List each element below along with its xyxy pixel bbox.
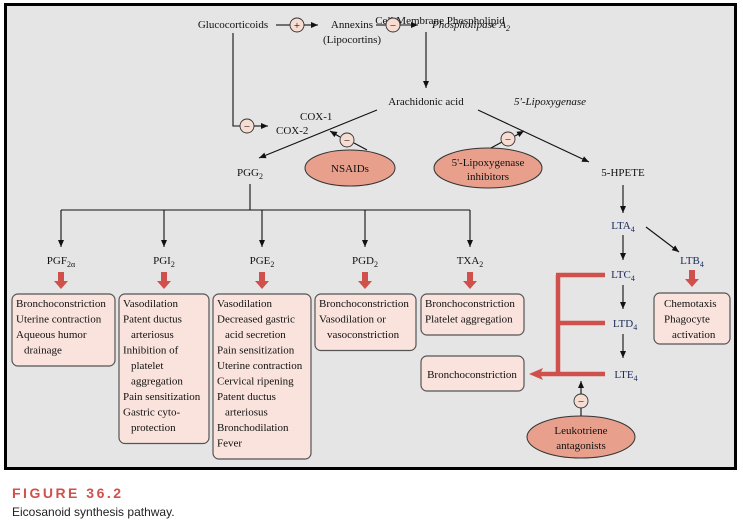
effect-item: Inhibition of: [123, 345, 179, 357]
node-membrane-phospholipid: Cell Membrane Phospholipid: [375, 15, 505, 27]
node-glucocorticoids: Glucocorticoids: [198, 19, 268, 31]
node-txa: TXA2: [457, 255, 484, 269]
red-arrow-ltb4: [685, 270, 699, 287]
effect-box-pgi: [118, 293, 210, 445]
inhibitor-lox-line1: 5'-Lipoxygenase: [452, 157, 525, 169]
node-cox1: COX-1: [300, 111, 332, 123]
effect-item: Cervical ripening: [217, 376, 294, 388]
node-pgi: PGI2: [153, 255, 175, 269]
node-arachidonic-acid: Arachidonic acid: [388, 96, 464, 108]
effect-item: Vasodilation or: [319, 314, 386, 326]
line-lox-to-minus: [490, 141, 503, 149]
inhibitor-leuko-line1: Leukotriene: [554, 425, 607, 437]
node-pge: PGE2: [250, 255, 275, 269]
effect-item: Bronchoconstriction: [16, 298, 106, 310]
effect-item: Aqueous humor: [16, 329, 87, 341]
effect-item: Phagocyte: [664, 314, 710, 326]
effect-item: arteriosus: [225, 407, 268, 419]
red-arrow-to-bronchoconstriction: [529, 368, 543, 380]
figure-caption: Eicosanoid synthesis pathway.: [12, 505, 175, 519]
node-pgd: PGD2: [352, 255, 378, 269]
nsaids-ellipse: [304, 149, 396, 187]
effect-item: Fever: [217, 438, 242, 450]
effect-item: Vasodilation: [123, 298, 178, 310]
effect-item: vasoconstriction: [327, 329, 400, 341]
arrow-lta4-to-ltb4: [645, 226, 680, 253]
inhibitor-leuko-line2: antagonists: [556, 440, 606, 452]
effect-item: acid secretion: [225, 329, 286, 341]
effect-item: protection: [131, 422, 176, 434]
effect-item: Bronchodilation: [217, 422, 289, 434]
node-ltc4: LTC4: [611, 269, 635, 283]
effect-item: Gastric cyto-: [123, 407, 180, 419]
effect-item: Bronchoconstriction: [425, 298, 515, 310]
plus-sign-label: +: [294, 20, 300, 32]
arrow-inhibit-cox: [329, 130, 341, 138]
minus-sign-icon: [500, 131, 516, 147]
node-pgf: PGF2α: [47, 255, 76, 269]
minus-sign-label: −: [505, 134, 511, 146]
arrow-inhibit-lox: [514, 130, 525, 138]
effect-item: aggregation: [131, 376, 183, 388]
node-phospholipase-a2: Phospholipase A2: [431, 19, 510, 33]
effect-item: drainage: [24, 345, 62, 357]
effect-item: arteriosus: [131, 329, 174, 341]
effect-item: Decreased gastric: [217, 314, 295, 326]
effect-item: Uterine contraction: [217, 360, 303, 372]
red-arrow-pgf: [54, 272, 68, 289]
node-ltd4: LTD4: [613, 318, 637, 332]
effect-box-pgd: [314, 293, 417, 352]
red-arrow-pgd: [358, 272, 372, 289]
minus-sign-label: −: [344, 135, 350, 147]
red-arrow-txa: [463, 272, 477, 289]
line-nsaids-to-minus: [353, 142, 368, 151]
label-5-lipoxygenase: 5'-Lipoxygenase: [514, 96, 586, 108]
node-ltb4: LTB4: [680, 255, 704, 269]
effect-item: Vasodilation: [217, 298, 272, 310]
minus-sign-label: −: [578, 396, 584, 408]
effect-item: platelet: [131, 360, 163, 372]
lox-inhibitors-ellipse: [433, 147, 543, 189]
effect-box-pgf: [11, 293, 116, 367]
effect-item: activation: [672, 329, 716, 341]
effect-box-txa: [420, 293, 525, 336]
effect-item: Patent ductus: [217, 391, 276, 403]
node-5hpete: 5-HPETE: [601, 167, 645, 179]
minus-sign-label: −: [244, 121, 250, 133]
minus-sign-label: −: [390, 20, 396, 32]
effect-item: Pain sensitization: [123, 391, 201, 403]
figure-title: FIGURE 36.2: [12, 485, 124, 501]
red-arrow-pge: [255, 272, 269, 289]
effect-item: Platelet aggregation: [425, 314, 513, 326]
node-annexins: Annexins: [331, 19, 373, 31]
effect-item: Uterine contraction: [16, 314, 102, 326]
node-lta4: LTA4: [611, 220, 635, 234]
node-pgg2: PGG2: [237, 167, 263, 181]
minus-sign-icon: [339, 132, 355, 148]
effect-item: Patent ductus: [123, 314, 182, 326]
line-gluco-to-cox2: [232, 33, 240, 127]
node-cox2: COX-2: [276, 125, 308, 137]
arrow-arachidonic-to-5hpete: [477, 109, 590, 163]
effect-item: Bronchoconstriction: [319, 298, 409, 310]
arrow-arachidonic-to-pgg2: [258, 109, 378, 159]
effect-cysteinyl-bronchoconstriction: Bronchoconstriction: [427, 369, 517, 381]
inhibitor-nsaids: NSAIDs: [331, 163, 369, 175]
red-arrow-pgi: [157, 272, 171, 289]
effect-box-cysteinyl-lt: [420, 355, 525, 392]
effect-box-pge: [212, 293, 312, 460]
effect-item: Pain sensitization: [217, 345, 295, 357]
node-lipocortins: (Lipocortins): [323, 34, 381, 46]
node-lte4: LTE4: [614, 369, 637, 383]
effect-box-ltb4: [653, 292, 731, 345]
effect-item: Chemotaxis: [664, 298, 717, 310]
inhibitor-lox-line2: inhibitors: [467, 171, 509, 183]
